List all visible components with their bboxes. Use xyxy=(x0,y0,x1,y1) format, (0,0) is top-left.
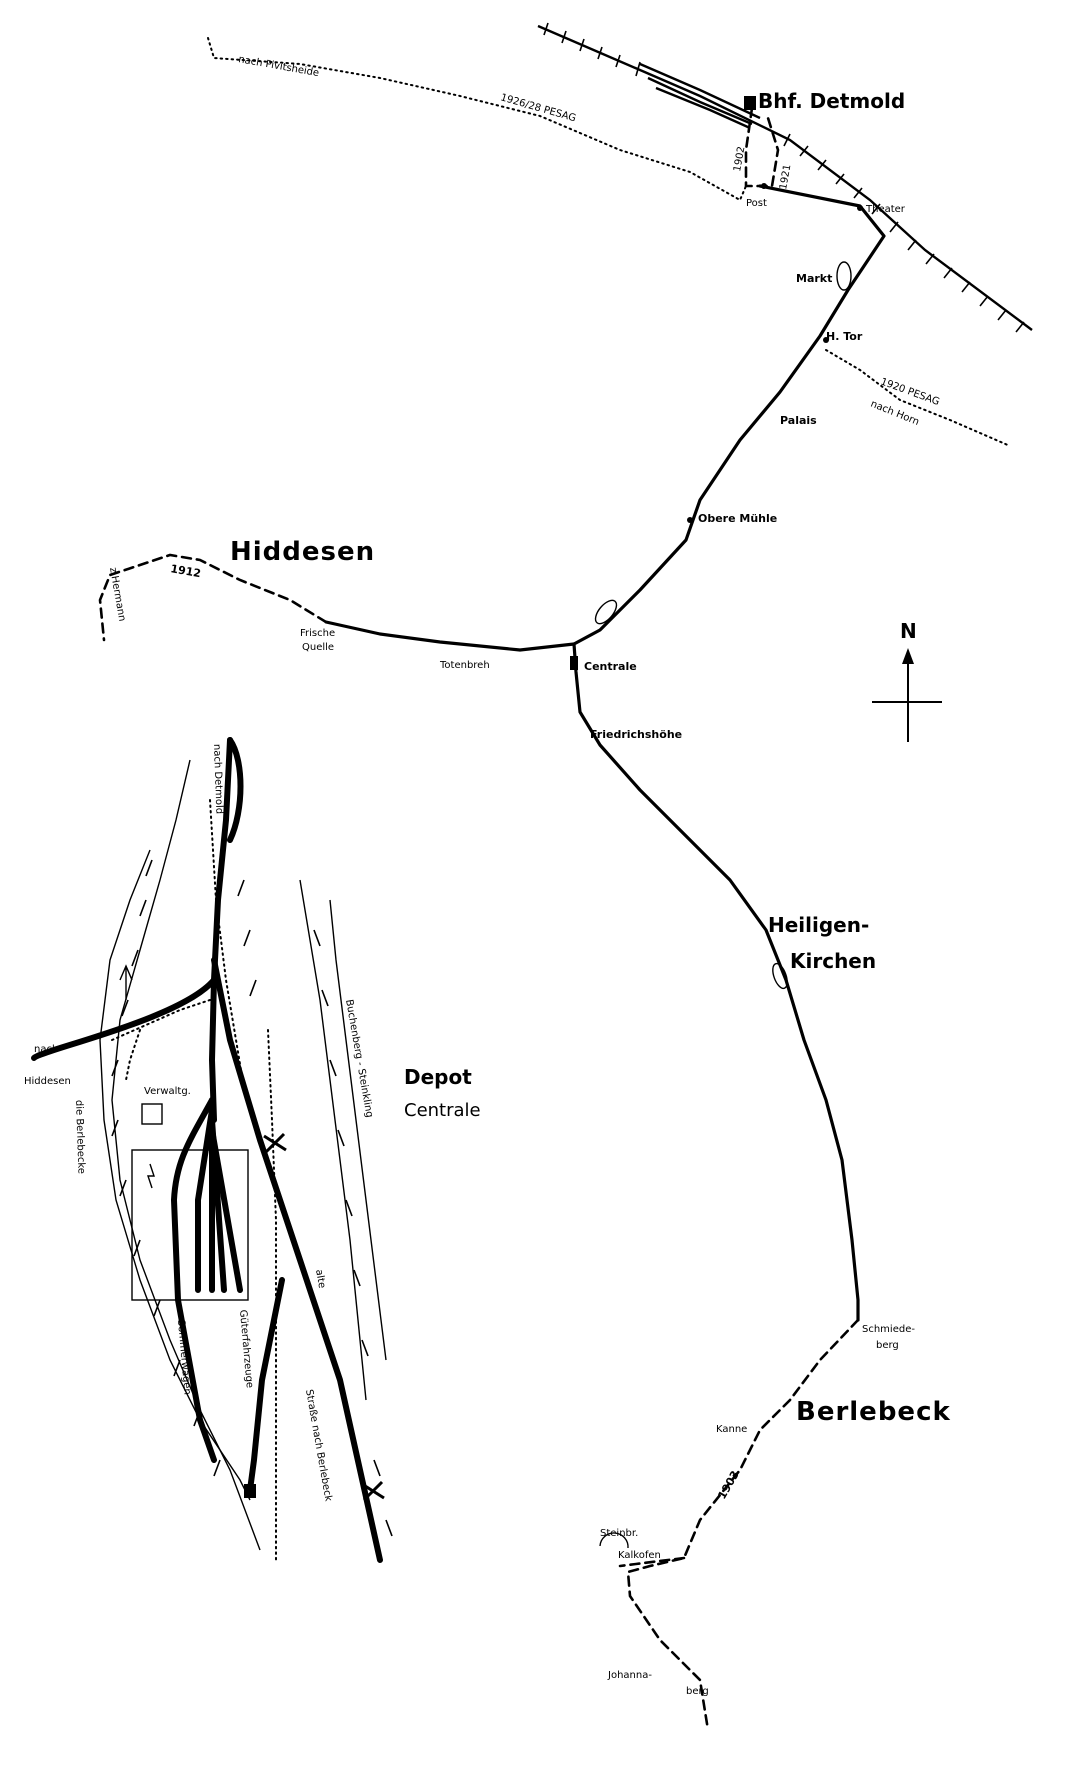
railway-ticks xyxy=(543,22,1025,333)
year-1902-label: 1902 xyxy=(732,146,747,173)
inset-label-berlebecke: die Berlebecke xyxy=(73,1100,87,1174)
railway-line xyxy=(537,22,1033,333)
stop-label-johanna: Johanna- xyxy=(607,1670,652,1681)
inset-label-verwaltg: Verwaltg. xyxy=(144,1086,191,1097)
town-label-kirchen: Kirchen xyxy=(790,949,876,973)
station-label-detmold: Bhf. Detmold xyxy=(758,89,905,113)
town-label-heiligen: Heiligen- xyxy=(768,913,869,937)
stop-label-post: Post xyxy=(746,198,767,209)
depot-title: Depot xyxy=(404,1065,472,1089)
stop-label-berg: berg xyxy=(686,1686,709,1697)
nach-horn-label: nach Horn xyxy=(869,399,921,428)
year-1921-label: 1921 xyxy=(778,164,793,191)
tram-main-line xyxy=(572,184,886,1322)
stop-label-quelle: Quelle xyxy=(302,642,334,653)
inset-label-nach-detmold: nach Detmold xyxy=(211,744,224,815)
stop-label-obere-muehle: Obere Mühle xyxy=(698,512,777,525)
stop-centrale xyxy=(570,656,578,670)
passing-loop-markt xyxy=(836,261,852,291)
town-label-hiddesen: Hiddesen xyxy=(230,537,375,567)
stop-label-friedrichshoehe: Friedrichshöhe xyxy=(590,728,682,741)
passing-loop-heiligenkirchen xyxy=(772,962,788,990)
inset-label-alte: alte xyxy=(313,1269,327,1290)
stop-label-schmiedeberg-1: Schmiede- xyxy=(862,1324,915,1335)
year-1903-label: 1903 xyxy=(715,1468,742,1501)
stop-markers xyxy=(570,183,863,670)
inset-label-strasse: Straße nach Berlebeck xyxy=(303,1389,334,1503)
inset-label-gueterfahrzeuge: Güterfahrzeuge xyxy=(237,1309,255,1388)
pesag-1926-label: 1926/28 PESAG xyxy=(499,92,577,124)
stop-label-palais: Palais xyxy=(780,414,817,427)
inset-label-hiddesen: Hiddesen xyxy=(24,1076,71,1087)
north-arrow-icon: N xyxy=(872,619,942,742)
route-1912 xyxy=(98,553,328,642)
quarry-branch xyxy=(618,1556,686,1568)
stop-post xyxy=(761,183,767,189)
passing-loop-centrale xyxy=(594,599,618,625)
station-building xyxy=(744,96,756,110)
depot-subtitle: Centrale xyxy=(404,1100,481,1121)
route-1903 xyxy=(626,1318,860,1732)
stop-label-kalkofen: Kalkofen xyxy=(618,1550,661,1561)
stop-label-centrale: Centrale xyxy=(584,660,637,673)
north-label: N xyxy=(900,619,917,643)
stop-label-frische: Frische xyxy=(300,628,335,639)
pivitsheide-label: nach Pivitsheide xyxy=(237,54,319,79)
year-1912-label: 1912 xyxy=(169,562,201,580)
depot-inset xyxy=(31,737,393,1563)
stop-h-tor xyxy=(823,337,829,343)
stop-label-h-tor: H. Tor xyxy=(826,330,863,343)
stop-label-steinbr: Steinbr. xyxy=(600,1528,638,1539)
hermann-label: z.Hermann xyxy=(107,567,127,623)
stop-label-markt: Markt xyxy=(796,272,832,285)
stop-label-schmiedeberg-2: berg xyxy=(876,1340,899,1351)
town-label-berlebeck: Berlebeck xyxy=(796,1397,951,1427)
stop-label-kanne: Kanne xyxy=(716,1424,747,1435)
hiddesen-branch xyxy=(324,620,576,652)
stop-label-totenbreh: Totenbreh xyxy=(439,660,490,671)
stop-obere-muehle xyxy=(687,517,693,523)
route-horn xyxy=(825,349,1011,447)
stop-label-theater: Theater xyxy=(865,204,906,215)
stop-theater xyxy=(857,205,863,211)
quarry-hook xyxy=(599,1532,629,1549)
inset-label-nach: nach xyxy=(34,1044,58,1055)
